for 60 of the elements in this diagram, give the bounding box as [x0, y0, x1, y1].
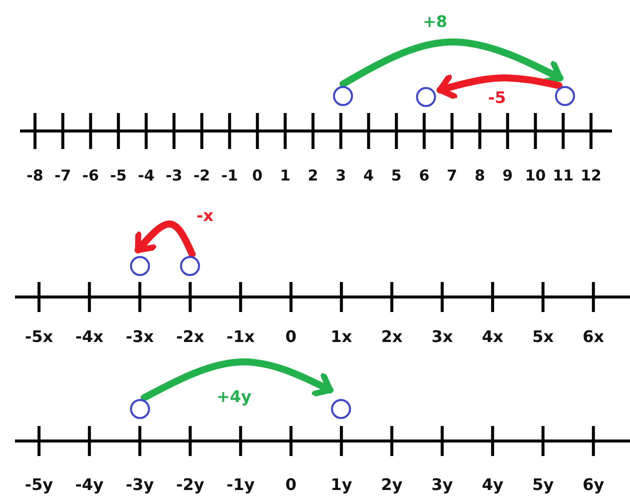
tick-label: 2x	[381, 329, 403, 345]
circle-marker	[555, 86, 575, 106]
tick-label: -3x	[126, 329, 154, 345]
tick-label: -5x	[24, 329, 54, 345]
tick-label: 12	[580, 168, 602, 184]
edge-label: +4y	[216, 389, 252, 405]
tick-label: 3y	[431, 477, 453, 493]
tick-label: 9	[502, 168, 513, 184]
tick-label: 1x	[330, 329, 352, 345]
arrow	[140, 358, 334, 402]
edge-label: -5	[488, 90, 506, 106]
tick-label: -8	[26, 168, 44, 184]
edge-label: -x	[196, 208, 214, 224]
tick-label: 7	[446, 168, 458, 184]
tick-label: 2	[308, 168, 318, 184]
circle-marker	[333, 86, 353, 106]
tick-label: 5x	[532, 329, 554, 345]
tick-label: -2y	[176, 477, 204, 493]
circle-marker	[130, 256, 150, 276]
tick-label: 4y	[482, 477, 504, 493]
tick-label: -2	[193, 168, 210, 184]
tick-label: 2y	[381, 477, 403, 493]
tick-label: 0	[285, 477, 297, 493]
edge-label: +8	[422, 14, 448, 30]
tick-label: 3	[336, 168, 346, 184]
tick-label: 8	[474, 168, 486, 184]
tick-label: 0	[252, 168, 263, 184]
arrow	[436, 74, 562, 100]
tick-label: -3	[166, 168, 182, 184]
tick-label: 4x	[482, 329, 504, 345]
tick-label: 1y	[330, 477, 352, 493]
circle-marker	[130, 399, 150, 419]
tick-label: -2x	[176, 329, 204, 345]
tick-label: 3x	[431, 329, 453, 345]
tick-label: 6y	[582, 477, 604, 493]
tick-label: -3y	[126, 477, 154, 493]
tick-label: -4	[138, 168, 155, 184]
tick-label: -6	[82, 168, 99, 184]
tick-label: -5	[110, 168, 127, 184]
arrow	[340, 38, 564, 88]
circle-marker	[331, 399, 351, 419]
tick-label: 1	[280, 168, 290, 184]
tick-label: 5y	[532, 477, 554, 493]
tick-label: -7	[54, 168, 72, 184]
circle-marker	[416, 87, 436, 107]
circle-marker	[180, 256, 200, 276]
tick-label: 5	[391, 168, 402, 184]
arrow	[134, 220, 196, 258]
tick-label: 6	[418, 168, 430, 184]
tick-label: -4x	[75, 329, 104, 345]
tick-label: -1y	[226, 477, 255, 493]
tick-label: -4y	[75, 477, 104, 493]
tick-label: 0	[285, 329, 297, 345]
tick-label: -5y	[24, 477, 54, 493]
tick-label: 10	[524, 168, 546, 184]
tick-label: 11	[552, 168, 574, 184]
tick-label: 6x	[582, 329, 604, 345]
tick-label: -1	[221, 168, 238, 184]
tick-label: 4	[363, 168, 374, 184]
tick-label: -1x	[226, 329, 255, 345]
